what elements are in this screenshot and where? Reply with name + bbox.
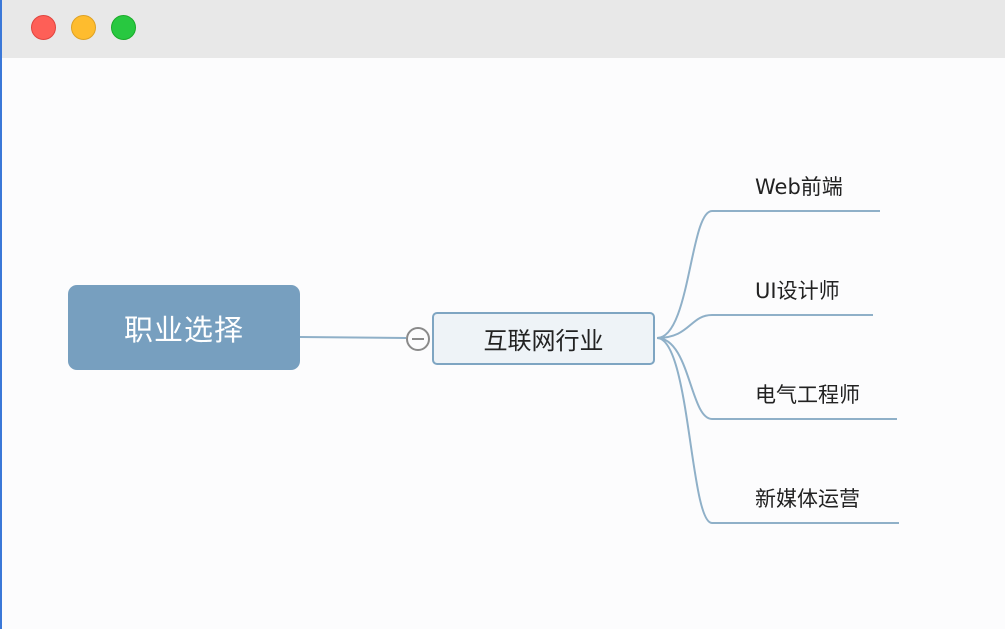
subtopic-web-frontend[interactable]: Web前端 xyxy=(755,171,843,201)
branch-link-2 xyxy=(656,314,873,339)
close-window-button[interactable] xyxy=(31,15,56,40)
maximize-window-button[interactable] xyxy=(111,15,136,40)
subtopic-electrical-engineer[interactable]: 电气工程师 xyxy=(755,379,860,409)
main-topic-label: 互联网行业 xyxy=(483,327,604,355)
branch-link-1 xyxy=(656,210,880,339)
subtopic-label: 新媒体运营 xyxy=(755,487,860,511)
subtopic-new-media-operation[interactable]: 新媒体运营 xyxy=(755,483,860,513)
subtopic-ui-designer[interactable]: UI设计师 xyxy=(755,275,840,305)
title-bar xyxy=(2,0,1005,58)
root-topic[interactable]: 职业选择 xyxy=(68,285,300,370)
root-to-main-link xyxy=(299,336,407,339)
root-topic-label: 职业选择 xyxy=(123,312,244,347)
subtopic-label: Web前端 xyxy=(755,175,843,199)
main-topic[interactable]: 互联网行业 xyxy=(432,312,655,365)
collapse-toggle-icon[interactable] xyxy=(406,327,430,351)
subtopic-label: UI设计师 xyxy=(755,279,840,303)
branch-link-3 xyxy=(656,337,897,420)
branch-link-4 xyxy=(656,337,899,524)
minimize-window-button[interactable] xyxy=(71,15,96,40)
subtopic-label: 电气工程师 xyxy=(755,383,860,407)
